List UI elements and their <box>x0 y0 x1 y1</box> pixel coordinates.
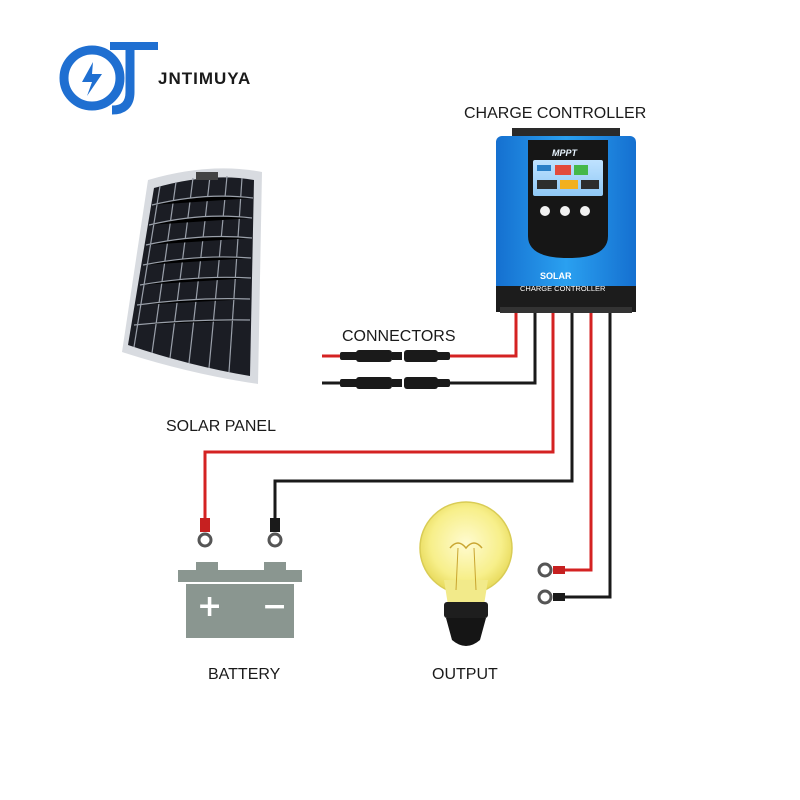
charge-controller: CHARGE CONTROLLER MPPT SOLAR CHARGE CONT… <box>464 105 646 313</box>
brand-name: JNTIMUYA <box>158 69 251 88</box>
connector-icon <box>340 350 450 389</box>
solar-panel: SOLAR PANEL <box>122 168 276 435</box>
brand-logo-icon <box>59 42 158 115</box>
controller-device-name: CHARGE CONTROLLER <box>520 284 606 293</box>
charge-controller-icon <box>496 128 636 313</box>
ring-terminal-icon <box>197 518 283 548</box>
label-battery: BATTERY <box>208 666 281 683</box>
battery-terminals <box>197 518 283 548</box>
label-output: OUTPUT <box>432 666 498 683</box>
connectors: CONNECTORS <box>340 328 456 389</box>
battery-plus: + <box>197 589 222 624</box>
battery-icon <box>178 562 302 638</box>
controller-screen-title: MPPT <box>552 148 579 158</box>
wire-output-positive <box>560 312 593 572</box>
battery: + − BATTERY <box>178 562 302 683</box>
output: OUTPUT <box>419 501 513 683</box>
solar-panel-icon <box>122 168 262 384</box>
battery-minus: − <box>262 589 287 624</box>
output-terminals <box>537 562 565 605</box>
wire-panel-positive <box>425 312 518 358</box>
controller-device-brand: SOLAR <box>540 271 572 281</box>
label-solar-panel: SOLAR PANEL <box>166 418 276 435</box>
wire-battery-positive <box>203 312 555 520</box>
light-bulb-icon <box>419 501 513 646</box>
wire-output-negative <box>560 312 612 599</box>
label-charge-controller: CHARGE CONTROLLER <box>464 105 646 122</box>
ring-terminal-icon <box>537 562 565 605</box>
wire-battery-negative <box>273 312 574 520</box>
wire-panel-negative <box>425 312 537 385</box>
label-connectors: CONNECTORS <box>342 328 456 345</box>
brand-logo: JNTIMUYA <box>59 42 251 115</box>
